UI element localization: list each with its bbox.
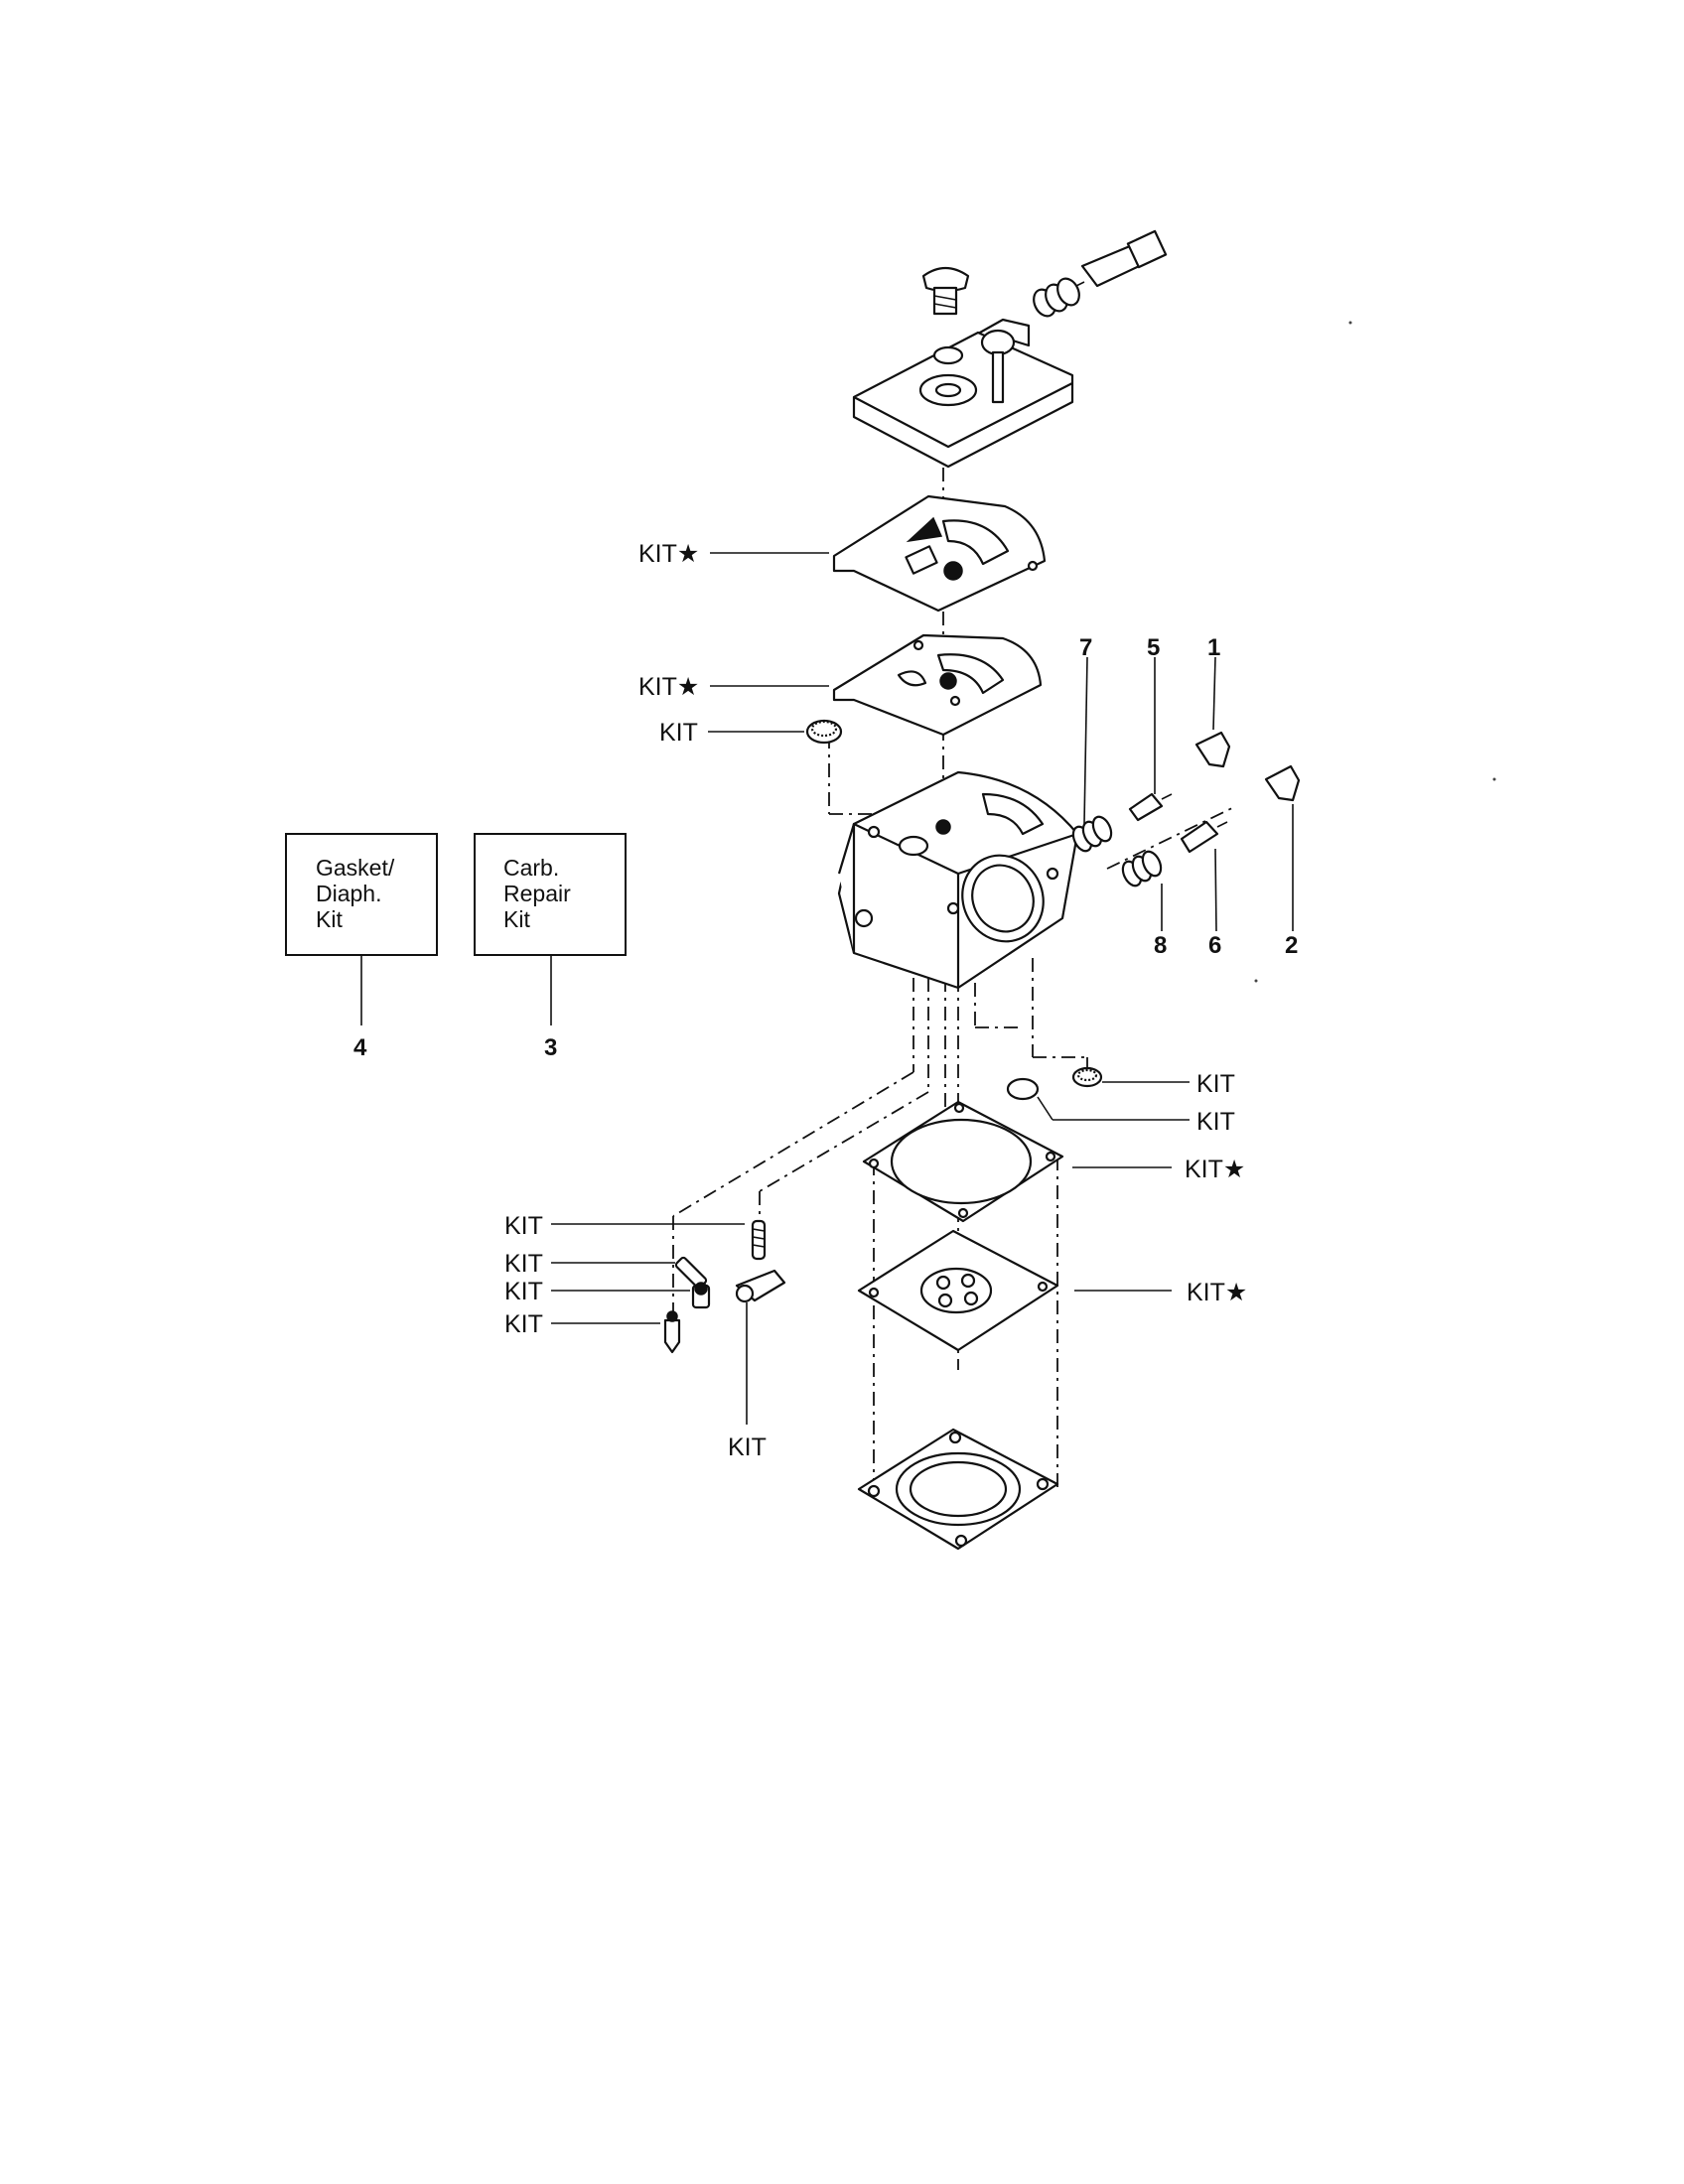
part-number-1: 1 bbox=[1207, 634, 1220, 661]
kit-callouts: KIT★ KIT★ KIT KIT KIT KIT★ KIT KIT KIT K… bbox=[504, 540, 1247, 1461]
part-number-8: 8 bbox=[1154, 932, 1167, 959]
lever bbox=[735, 1269, 786, 1303]
inlet-needle bbox=[663, 1310, 681, 1354]
kit-label: KIT bbox=[728, 1433, 767, 1461]
needle-5 bbox=[1128, 792, 1173, 822]
gasket-kit-line-2: Diaph. bbox=[316, 881, 381, 906]
adjusting-spring bbox=[1033, 277, 1080, 318]
carburetor-body bbox=[837, 770, 1079, 990]
kit-label: KIT★ bbox=[1185, 1156, 1245, 1183]
needle-6 bbox=[1180, 820, 1228, 854]
needle-spring-8 bbox=[1121, 850, 1163, 887]
gasket-diaphragm-kit-box: Gasket/ Diaph. Kit bbox=[285, 833, 438, 956]
needle-spring-7 bbox=[1071, 815, 1113, 853]
kit-label: KIT★ bbox=[1187, 1279, 1247, 1306]
lever-screw bbox=[691, 1282, 711, 1309]
gasket-kit-line-3: Kit bbox=[316, 906, 343, 932]
repair-kit-line-3: Kit bbox=[503, 906, 530, 932]
adjusting-screw bbox=[1052, 229, 1168, 299]
part-number-5: 5 bbox=[1147, 634, 1160, 661]
part-number-6: 6 bbox=[1208, 932, 1221, 959]
bottom-cover bbox=[857, 1428, 1059, 1551]
pump-gasket bbox=[862, 1100, 1064, 1223]
kit-label: KIT bbox=[504, 1212, 543, 1240]
part-number-7: 7 bbox=[1079, 634, 1092, 661]
part-numbers: 7 5 1 8 6 2 4 3 bbox=[353, 634, 1298, 1061]
limiter-cap-2 bbox=[1264, 764, 1301, 802]
filter-screen bbox=[805, 719, 843, 745]
carb-repair-kit-box: Carb. Repair Kit bbox=[474, 833, 627, 956]
repair-kit-line-2: Repair bbox=[503, 881, 571, 906]
top-screw bbox=[921, 266, 970, 316]
kit-label: KIT bbox=[659, 719, 698, 747]
kit-label: KIT bbox=[504, 1250, 543, 1278]
top-cover bbox=[852, 329, 1074, 469]
kit-label: KIT bbox=[1196, 1070, 1235, 1098]
kit-label: KIT bbox=[504, 1310, 543, 1338]
gasket-top bbox=[832, 494, 1047, 613]
repair-kit-line-1: Carb. bbox=[503, 855, 559, 881]
kit-label: KIT bbox=[1196, 1108, 1235, 1136]
gasket-middle bbox=[832, 633, 1043, 737]
part-number-4: 4 bbox=[353, 1034, 367, 1061]
limiter-cap-1 bbox=[1194, 731, 1231, 768]
kit-label: KIT★ bbox=[638, 673, 699, 701]
o-ring bbox=[1006, 1077, 1040, 1101]
part-number-2: 2 bbox=[1285, 932, 1298, 959]
filter-screen-right bbox=[1071, 1066, 1103, 1088]
part-number-3: 3 bbox=[544, 1034, 557, 1061]
gasket-kit-line-1: Gasket/ bbox=[316, 855, 395, 881]
kit-label: KIT★ bbox=[638, 540, 699, 568]
pump-diaphragm bbox=[857, 1229, 1059, 1352]
metering-spring bbox=[751, 1219, 767, 1261]
leader-lines bbox=[360, 552, 1294, 1425]
kit-label: KIT bbox=[504, 1278, 543, 1305]
scan-specks bbox=[1254, 321, 1496, 983]
